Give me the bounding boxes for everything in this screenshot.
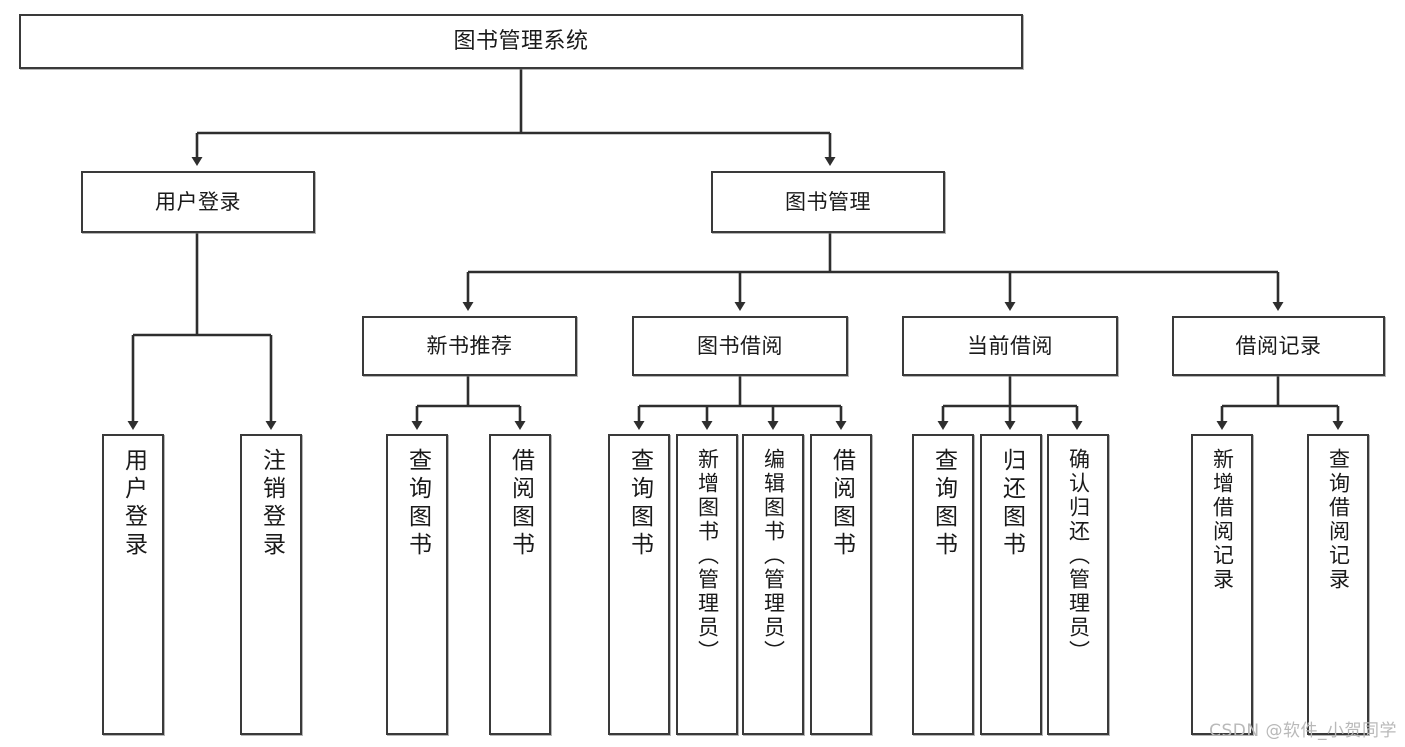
leaf-book-borrow-edit-book-admin[interactable]: 编辑图书（管理员） [742,434,804,735]
leaf-user-login-login[interactable]: 用户登录 [102,434,164,735]
node-borrow-record[interactable]: 借阅记录 [1172,316,1385,376]
node-label: 查询图书 [404,448,431,560]
node-label: 查询借阅记录 [1326,448,1351,592]
node-label: 图书借阅 [697,333,783,358]
node-label: 用户登录 [120,448,147,560]
leaf-new-book-query-book[interactable]: 查询图书 [386,434,448,735]
leaf-book-borrow-borrow-book[interactable]: 借阅图书 [810,434,872,735]
node-label: 当前借阅 [967,333,1053,358]
leaf-current-borrow-query-book[interactable]: 查询图书 [912,434,974,735]
node-label: 图书管理系统 [453,28,589,54]
leaf-book-borrow-add-book-admin[interactable]: 新增图书（管理员） [676,434,738,735]
leaf-borrow-record-query-record[interactable]: 查询借阅记录 [1307,434,1369,735]
node-label: 借阅图书 [828,448,855,560]
node-book-borrow[interactable]: 图书借阅 [632,316,848,376]
node-label: 借阅图书 [507,448,534,560]
node-label: 确认归还（管理员） [1066,448,1091,664]
node-label: 查询图书 [626,448,653,560]
leaf-new-book-borrow-book[interactable]: 借阅图书 [489,434,551,735]
node-label: 归还图书 [998,448,1025,560]
node-book-management[interactable]: 图书管理 [711,171,945,233]
node-current-borrow[interactable]: 当前借阅 [902,316,1118,376]
csdn-watermark: CSDN @软件_小贺同学 [1209,721,1397,741]
leaf-user-login-logout[interactable]: 注销登录 [240,434,302,735]
leaf-current-borrow-confirm-return-admin[interactable]: 确认归还（管理员） [1047,434,1109,735]
node-user-login[interactable]: 用户登录 [81,171,315,233]
node-label: 注销登录 [258,448,285,560]
node-label: 编辑图书（管理员） [761,448,786,664]
node-new-book-recommend[interactable]: 新书推荐 [362,316,577,376]
node-label: 查询图书 [930,448,957,560]
node-label: 新增图书（管理员） [695,448,720,664]
node-label: 借阅记录 [1235,333,1322,358]
node-label: 图书管理 [785,189,871,214]
node-label: 新增借阅记录 [1210,448,1235,592]
leaf-borrow-record-add-record[interactable]: 新增借阅记录 [1191,434,1253,735]
leaf-book-borrow-query-book[interactable]: 查询图书 [608,434,670,735]
node-root-system[interactable]: 图书管理系统 [19,14,1023,69]
leaf-current-borrow-return-book[interactable]: 归还图书 [980,434,1042,735]
node-label: 用户登录 [155,189,241,214]
node-label: 新书推荐 [426,333,513,358]
